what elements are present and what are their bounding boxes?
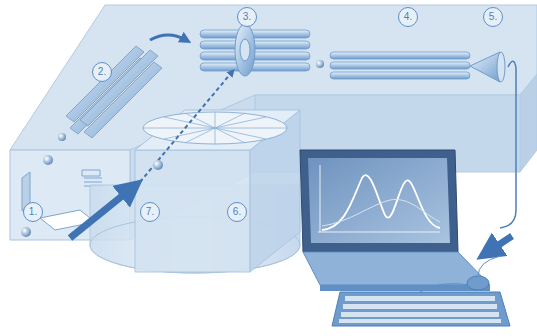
callout-number: 1.: [23, 202, 43, 222]
callout-number: 5.: [483, 7, 503, 27]
callout-text: 2.: [98, 67, 106, 77]
callout-text: 7.: [146, 207, 154, 217]
callout-number: 3.: [237, 7, 257, 27]
callout-text: 4.: [404, 12, 412, 22]
callout-text: 1.: [29, 207, 37, 217]
callout-text: 5.: [489, 12, 497, 22]
callout-number: 6.: [227, 202, 247, 222]
callout-number: 4.: [398, 7, 418, 27]
callout-number: 7.: [140, 202, 160, 222]
callout-text: 3.: [243, 12, 251, 22]
callout-text: 6.: [233, 207, 241, 217]
callout-number: 2.: [92, 62, 112, 82]
